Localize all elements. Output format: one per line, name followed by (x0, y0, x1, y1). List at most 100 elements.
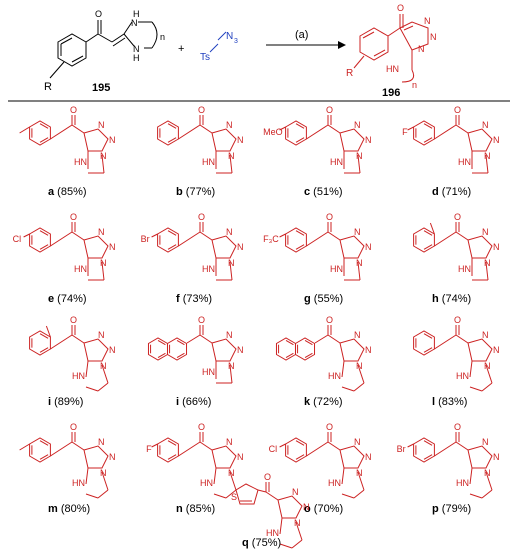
reagent-ts: Ts (200, 52, 210, 63)
bond (199, 231, 213, 241)
conditions-label: (a) (295, 29, 308, 41)
atom-hn: HN (458, 264, 471, 274)
bond (285, 339, 294, 346)
bond (485, 154, 489, 174)
plus-sign: + (178, 43, 184, 55)
atom-n: N (292, 487, 299, 497)
bond (434, 334, 457, 350)
atom-hn: HN (74, 264, 87, 274)
bond (39, 230, 49, 236)
atom-hn: HN (456, 371, 469, 381)
compound-label: o (70%) (304, 503, 343, 515)
bond (455, 124, 469, 134)
compound-yield: (79%) (439, 503, 471, 515)
bond (167, 454, 177, 460)
bond (50, 334, 73, 350)
bond (229, 364, 233, 384)
atom-h: H (133, 53, 140, 63)
atom-n: N (424, 16, 431, 26)
bond (213, 493, 227, 499)
triazole-ring (467, 128, 493, 152)
atom-n: N (493, 452, 500, 462)
bond (39, 333, 49, 339)
bond (39, 137, 49, 143)
bond (485, 471, 493, 491)
atom-hn: HN (328, 478, 341, 488)
compound-label: c (51%) (304, 186, 343, 198)
bond (327, 334, 341, 344)
atom-n: N (484, 468, 491, 478)
bond (178, 231, 201, 247)
bond (71, 124, 85, 134)
bond (71, 334, 85, 344)
atom-n: N (98, 120, 105, 130)
bond (39, 244, 49, 250)
bond (178, 124, 201, 140)
atom-n: N (109, 452, 116, 462)
bond (327, 231, 341, 241)
compound-yield: (70%) (311, 503, 343, 515)
benzene-ring (166, 337, 188, 361)
compound-letter: q (242, 537, 249, 549)
compound-yield: (80%) (58, 503, 90, 515)
compound-yield: (72%) (310, 396, 342, 408)
compound-letter: g (304, 293, 311, 305)
bond (186, 334, 201, 344)
bond (455, 334, 469, 344)
bond (304, 352, 313, 359)
substituent-f3c: F₃C (263, 234, 279, 244)
bond (306, 231, 329, 247)
bond (295, 521, 303, 541)
bond (71, 231, 85, 241)
bond (327, 124, 341, 134)
bond (423, 454, 433, 460)
substituent-f: F (402, 127, 408, 137)
atom-o: O (198, 315, 205, 325)
atom-n: N (131, 18, 138, 28)
bond (423, 244, 433, 250)
triazole-ring (83, 235, 109, 259)
atom-o: O (70, 212, 77, 222)
bond (423, 440, 433, 446)
compound-yield: (75%) (249, 537, 281, 549)
bond (434, 441, 457, 457)
bond (85, 493, 99, 499)
atom-hn: HN (386, 64, 399, 74)
atom-h: H (133, 9, 140, 19)
compound-letter: a (48, 186, 55, 198)
atom-n: N (418, 44, 425, 54)
bond (101, 261, 105, 281)
bond (279, 233, 286, 238)
compound-letter: i (48, 396, 51, 408)
bond (434, 231, 457, 247)
bond (423, 347, 433, 353)
atom-hn: HN (72, 478, 85, 488)
bond (341, 467, 345, 485)
atom-o: O (70, 422, 77, 432)
triazole-ring (211, 445, 237, 469)
bond (341, 360, 345, 378)
triazole-ring (277, 495, 303, 519)
bond (19, 443, 30, 451)
atom-n: N (354, 120, 361, 130)
bond (469, 493, 483, 499)
triazole-ring (339, 338, 365, 362)
compound-yield: (55%) (311, 293, 343, 305)
compound-yield: (89%) (51, 396, 83, 408)
bond (469, 467, 473, 485)
benzene-ring (285, 437, 307, 463)
atom-n: N (482, 120, 489, 130)
benzene-ring (157, 227, 179, 253)
benzene-ring (29, 227, 51, 253)
compound-letter: f (176, 293, 180, 305)
benzene-ring (157, 120, 179, 146)
bond (314, 334, 329, 344)
atom-o: O (326, 315, 333, 325)
atom-hn: HN (202, 264, 215, 274)
benzene-ring (29, 120, 51, 146)
